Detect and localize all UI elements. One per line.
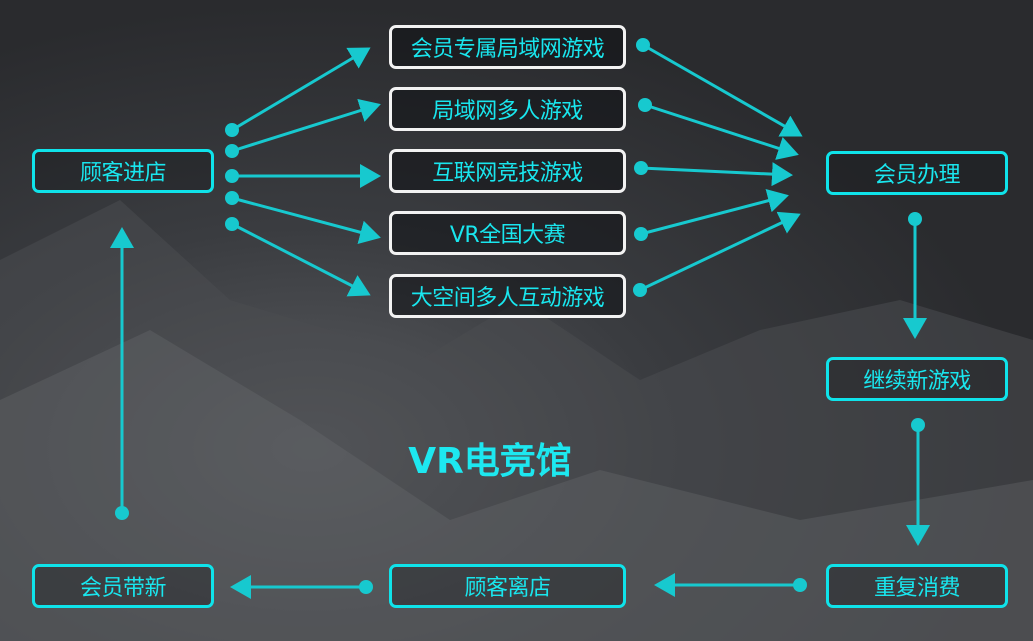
arrow-enter-to-game-4: [231, 196, 381, 244]
node-game-online-competitive: 互联网竞技游戏: [389, 149, 626, 193]
node-member-referral: 会员带新: [32, 564, 214, 608]
node-customer-enter: 顾客进店: [32, 149, 214, 193]
arrow-game-4-to-member: [640, 188, 789, 236]
node-game-lan-multiplayer: 局域网多人游戏: [389, 87, 626, 131]
arrow-game-1-to-member: [642, 43, 803, 137]
arrow-enter-to-game-5: [231, 222, 371, 297]
connector-dots: [115, 38, 925, 594]
node-game-member-lan: 会员专属局域网游戏: [389, 25, 626, 69]
node-game-large-space: 大空间多人互动游戏: [389, 274, 626, 318]
node-member-signup: 会员办理: [826, 151, 1008, 195]
node-customer-leave: 顾客离店: [389, 564, 626, 608]
arrow-game-3-to-member: [640, 162, 793, 187]
node-repeat-purchase: 重复消费: [826, 564, 1008, 608]
node-continue-new-game: 继续新游戏: [826, 357, 1008, 401]
diagram-title: VR电竞馆: [408, 441, 572, 482]
arrow-enter-to-game-2: [231, 98, 381, 153]
arrow-enter-to-game-1: [231, 47, 371, 132]
arrow-game-2-to-member: [644, 103, 799, 160]
node-game-vr-national: VR全国大赛: [389, 211, 626, 255]
arrow-game-5-to-member: [639, 211, 801, 292]
